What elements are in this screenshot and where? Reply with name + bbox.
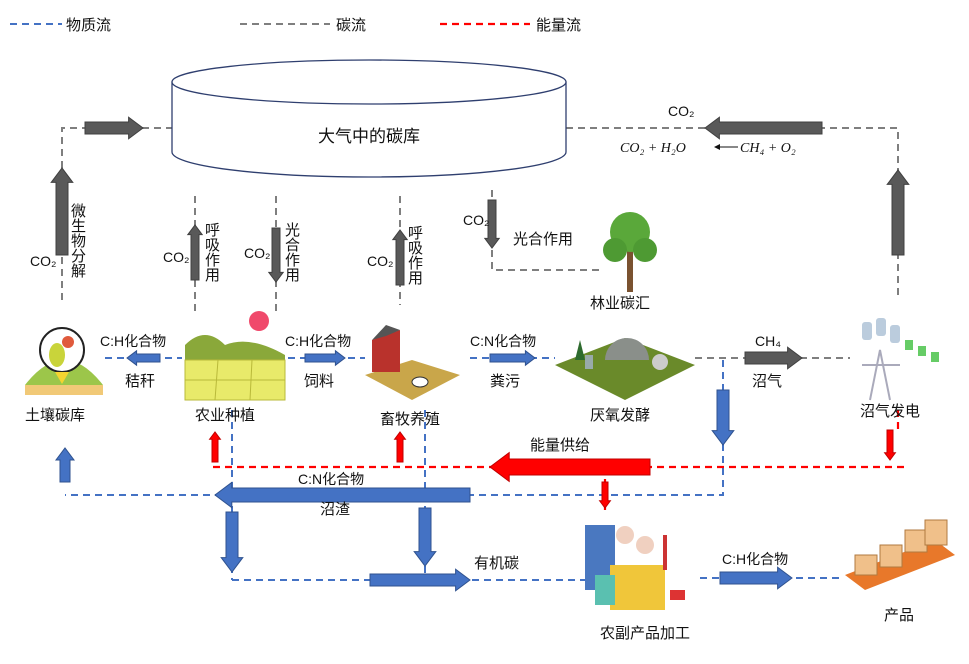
legend-energy-label: 能量流	[536, 16, 581, 34]
arrow-to-atmosphere-left	[84, 116, 144, 140]
crop-field-icon	[184, 335, 286, 401]
biogas-digester-icon	[555, 338, 695, 400]
soil-carbon-pool-label: 土壤碳库	[25, 406, 85, 424]
arrow-product-right	[719, 566, 793, 590]
arrow-power-co2-up	[886, 169, 910, 256]
respiration-label-1: 呼吸作用	[203, 222, 221, 283]
co2-label-photo1: CO₂	[244, 245, 270, 261]
co2-label-microbe: CO₂	[30, 253, 56, 269]
organic-carbon-label: 有机碳	[474, 554, 519, 572]
co2-label-resp2: CO₂	[367, 253, 393, 269]
co2-label-photo2: CO₂	[463, 212, 489, 228]
feed-compound-label: C:H化合物	[285, 333, 351, 349]
forest-carbon-sink-label: 林业碳汇	[590, 294, 650, 312]
respiration-label-2: 呼吸作用	[406, 225, 424, 286]
anaerobic-fermentation-label: 厌氧发酵	[590, 406, 650, 424]
arrow-energy-livestock-up	[393, 431, 407, 463]
microbe-decomposition-label: 微生物分解	[69, 203, 87, 278]
arrow-residue-down-2	[413, 507, 437, 567]
arrow-digester-down	[711, 389, 735, 446]
arrow-power-energy-down	[883, 429, 897, 461]
carbon-line-right	[566, 127, 899, 300]
arrow-residue-left	[214, 481, 471, 509]
straw-compound-label: C:H化合物	[100, 333, 166, 349]
arrow-soil-up	[55, 447, 75, 483]
arrow-straw-left	[126, 349, 161, 367]
energy-supply-label: 能量供给	[530, 436, 590, 454]
arrow-residue-down-1	[220, 511, 244, 573]
crop-planting-label: 农业种植	[195, 406, 255, 424]
legend: 物质流 碳流 能量流	[10, 16, 581, 34]
co2-label-combustion: CO₂	[668, 103, 694, 119]
manure-label: 粪污	[490, 372, 520, 390]
tree-icon	[603, 212, 657, 292]
photosynthesis-label-1: 光合作用	[283, 222, 301, 283]
factory-icon	[585, 525, 685, 610]
equation-reactants: CH₄ + O₂	[740, 141, 796, 156]
agricultural-processing-label: 农副产品加工	[600, 624, 690, 642]
biogas-residue-label: 沼渣	[320, 500, 350, 518]
product-compound-label: C:H化合物	[722, 551, 788, 567]
biogas-label: 沼气	[752, 372, 782, 390]
arrows	[50, 116, 910, 592]
product-label: 产品	[884, 606, 914, 624]
power-station-icon	[862, 318, 939, 401]
equation-arrowhead	[714, 144, 720, 150]
biogas-power-label: 沼气发电	[860, 402, 920, 420]
arrow-microbe-co2-up	[50, 167, 74, 256]
arrow-photosynthesis-2-down	[483, 199, 501, 249]
arrow-energy-crop-up	[208, 431, 222, 463]
arrow-energy-left	[489, 451, 651, 483]
feed-label: 饲料	[304, 372, 334, 390]
straw-label: 秸秆	[125, 372, 155, 390]
equation-products: CO₂ + H₂O	[620, 141, 686, 156]
manure-compound-label: C:N化合物	[470, 333, 536, 349]
arrow-energy-processing-down	[598, 481, 612, 509]
arrow-respiration-1-up	[186, 224, 204, 281]
arrow-photosynthesis-1-down	[267, 227, 285, 283]
ch4-label: CH₄	[755, 333, 781, 349]
atmosphere-carbon-pool: 大气中的碳库	[171, 59, 567, 178]
atmosphere-label: 大气中的碳库	[318, 127, 420, 147]
residue-compound-label: C:N化合物	[298, 471, 364, 487]
legend-material-label: 物质流	[66, 16, 111, 34]
arrow-feed-right	[304, 349, 346, 367]
product-boxes-icon	[845, 519, 955, 590]
arrow-manure-right	[489, 349, 536, 367]
photosynthesis-label-2: 光合作用	[513, 230, 573, 248]
livestock-farming-label: 畜牧养殖	[380, 410, 440, 428]
legend-carbon-label: 碳流	[336, 16, 366, 34]
barn-icon	[365, 325, 460, 400]
arrow-organic-right	[369, 568, 471, 592]
soil-microbe-icon	[25, 327, 103, 395]
co2-label-resp1: CO₂	[163, 249, 189, 265]
sun-icon	[249, 311, 269, 331]
arrow-combustion-co2-left	[704, 116, 823, 140]
arrow-respiration-2-up	[391, 229, 409, 286]
arrow-biogas-right	[744, 346, 803, 370]
